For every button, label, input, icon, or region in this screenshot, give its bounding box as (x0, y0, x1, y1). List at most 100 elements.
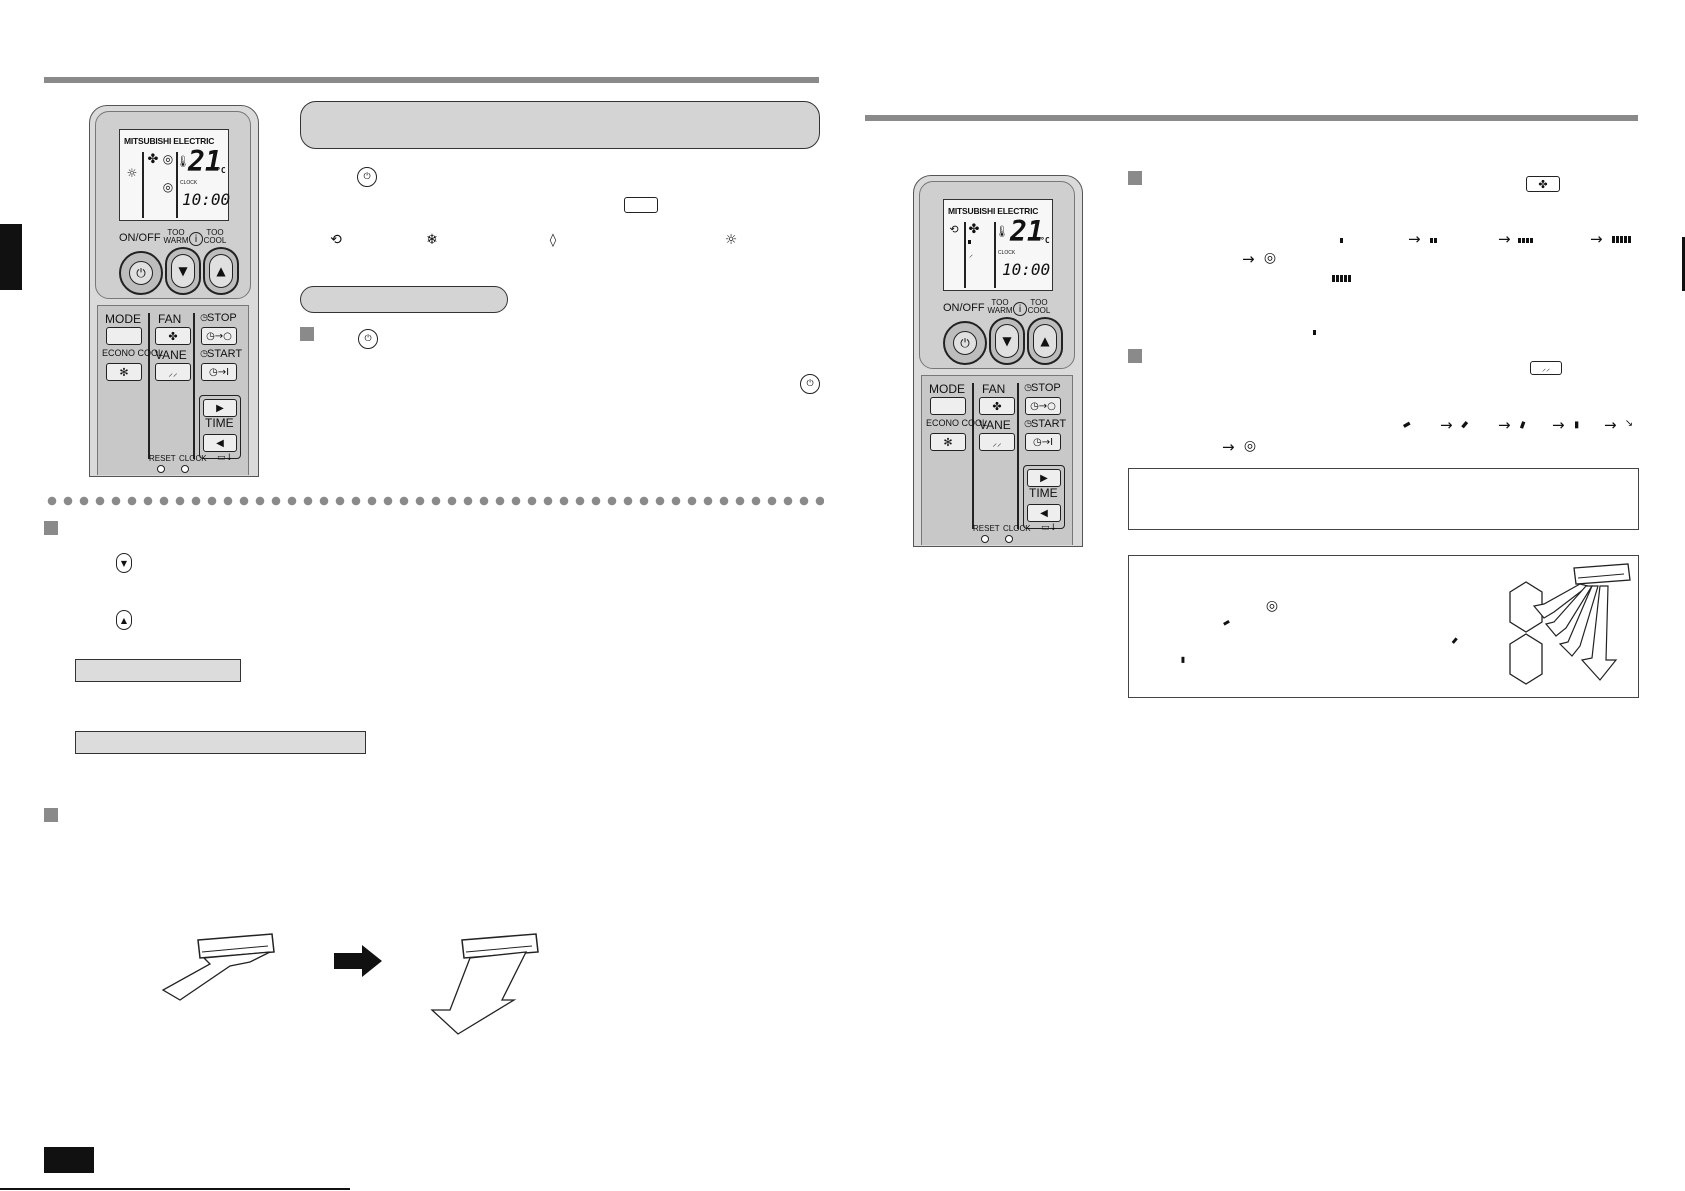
top-rule-right (865, 115, 1638, 121)
mode-column (142, 152, 144, 218)
stop-label: STOP (207, 312, 237, 324)
label-bar (75, 659, 241, 682)
clock-button[interactable] (1005, 535, 1013, 543)
econo-cool-icon: ✻ (119, 365, 129, 379)
button-divider (972, 383, 974, 529)
reset-button[interactable] (981, 535, 989, 543)
direction-arrow (334, 945, 382, 977)
mode-column (964, 222, 966, 288)
econo-cool-button[interactable]: ✻ (930, 433, 966, 451)
clock-button-label: CLOCK (1003, 524, 1031, 533)
time-back-button[interactable]: ◀ (203, 434, 237, 452)
label-bar (75, 731, 366, 754)
swing-icon: ◎ (1263, 250, 1277, 266)
mode-button[interactable] (930, 397, 966, 415)
vane-icon: ⸝⸝ (168, 368, 178, 379)
timer-icon: ◷ (200, 313, 208, 323)
arrow: → (1604, 416, 1617, 434)
vane-position-4-icon: ▬ (1177, 656, 1187, 664)
down-triangle-icon: ▼ (995, 324, 1019, 358)
temp-column (176, 152, 178, 218)
lcd-display: MITSUBISHI ELECTRIC ☼ ✤ ◎ ◎ 🌡 21 °C CLOC… (119, 129, 230, 221)
stop-label: STOP (1031, 382, 1061, 394)
clock-label: CLOCK (180, 180, 198, 186)
airflow-illustration-downward (430, 933, 539, 1035)
power-icon: ⏻ (129, 261, 153, 285)
vane-position-2-icon: ▬ (1458, 418, 1472, 432)
on-off-label: ON/OFF (943, 302, 985, 314)
vane-position-5-icon: ↘ (1624, 417, 1634, 429)
button-divider (1017, 383, 1019, 529)
swing-icon: ◎ (162, 152, 174, 166)
clock-button-label: CLOCK (179, 454, 207, 463)
arrow: → (1590, 230, 1603, 248)
mode-button[interactable] (106, 327, 142, 345)
thermometer-icon: 🌡 (176, 154, 190, 168)
fan-icon: ✤ (168, 329, 178, 343)
timer-start-button[interactable]: ◷→I (201, 363, 237, 381)
arrow: → (1552, 416, 1565, 434)
power-icon: ⏻ (358, 329, 378, 349)
info-icon: i (189, 232, 203, 246)
temperature-readout: 21 (1010, 215, 1044, 248)
too-cool-button[interactable]: ▲ (203, 247, 239, 295)
info-icon: i (1013, 302, 1027, 316)
step-marker (1128, 349, 1142, 363)
on-off-button[interactable]: ⏻ (119, 251, 163, 295)
econo-cool-button[interactable]: ✻ (106, 363, 142, 381)
vane-position-1-icon: ▬ (1400, 418, 1414, 432)
fan-button[interactable]: ✤ (979, 397, 1015, 415)
vane-icon: ⸝⸝ (992, 438, 1002, 449)
vane-position-3-icon: ▬ (1516, 419, 1530, 431)
timer-icon: ◷ (200, 349, 208, 359)
power-icon: ⏻ (800, 374, 820, 394)
time-forward-button[interactable]: ▶ (1027, 469, 1061, 487)
timer-start-button[interactable]: ◷→I (1025, 433, 1061, 451)
button-divider (148, 313, 150, 459)
vane-button[interactable]: ⸝⸝ (979, 433, 1015, 451)
brand-label: MITSUBISHI ELECTRIC (948, 206, 1039, 216)
section-tab-right (1682, 237, 1685, 291)
too-cool-label: TOO COOL (203, 228, 227, 245)
clock-label: CLOCK (998, 250, 1016, 256)
up-triangle-icon: ▲ (116, 610, 132, 630)
swing-icon: ◎ (162, 180, 174, 194)
vane-button[interactable]: ⸝⸝ (155, 363, 191, 381)
up-triangle-icon: ▲ (1033, 324, 1057, 358)
dotted-separator (44, 495, 824, 507)
time-back-button[interactable]: ◀ (1027, 504, 1061, 522)
too-warm-label: TOO WARM (163, 228, 189, 245)
vane-label: VANE (155, 348, 187, 362)
mode-button-icon (624, 197, 658, 213)
reset-button[interactable] (157, 465, 165, 473)
too-warm-button[interactable]: ▼ (165, 247, 201, 295)
econo-cool-label: ECONO COOL (926, 418, 988, 428)
up-triangle-icon: ▲ (209, 254, 233, 288)
fan-speed-1-icon (1340, 238, 1343, 243)
fan-label: FAN (982, 382, 1006, 396)
auto-mode-icon: ⟲ (330, 232, 342, 248)
fan-icon: ✤ (1526, 176, 1560, 192)
dry-mode-icon: ◊ (549, 232, 557, 248)
reset-label: RESET (973, 524, 1000, 533)
time-forward-button[interactable]: ▶ (203, 399, 237, 417)
fan-button[interactable]: ✤ (155, 327, 191, 345)
vane-icon: ⸝⸝ (1530, 361, 1562, 375)
temp-column (994, 222, 996, 288)
vane-label: VANE (979, 418, 1011, 432)
battery-icon: ▭↓ (1040, 523, 1058, 533)
fan-speed-max-icon (1332, 275, 1351, 282)
temperature-readout: 21 (188, 145, 222, 178)
clock-button[interactable] (181, 465, 189, 473)
on-off-button[interactable]: ⏻ (943, 321, 987, 365)
footer-line (0, 1188, 350, 1190)
remote-control-left: MITSUBISHI ELECTRIC ☼ ✤ ◎ ◎ 🌡 21 °C CLOC… (89, 105, 259, 477)
remote-control-right: MITSUBISHI ELECTRIC ⟲ ✤ ⸝ 🌡 21 °C CLOCK … (913, 175, 1083, 547)
too-warm-button[interactable]: ▼ (989, 317, 1025, 365)
lcd-display: MITSUBISHI ELECTRIC ⟲ ✤ ⸝ 🌡 21 °C CLOCK … (943, 199, 1053, 291)
too-cool-button[interactable]: ▲ (1027, 317, 1063, 365)
timer-stop-button[interactable]: ◷→○ (201, 327, 237, 345)
fan-speed-4-icon (1612, 236, 1631, 243)
timer-stop-button[interactable]: ◷→○ (1025, 397, 1061, 415)
down-triangle-icon: ▼ (171, 254, 195, 288)
